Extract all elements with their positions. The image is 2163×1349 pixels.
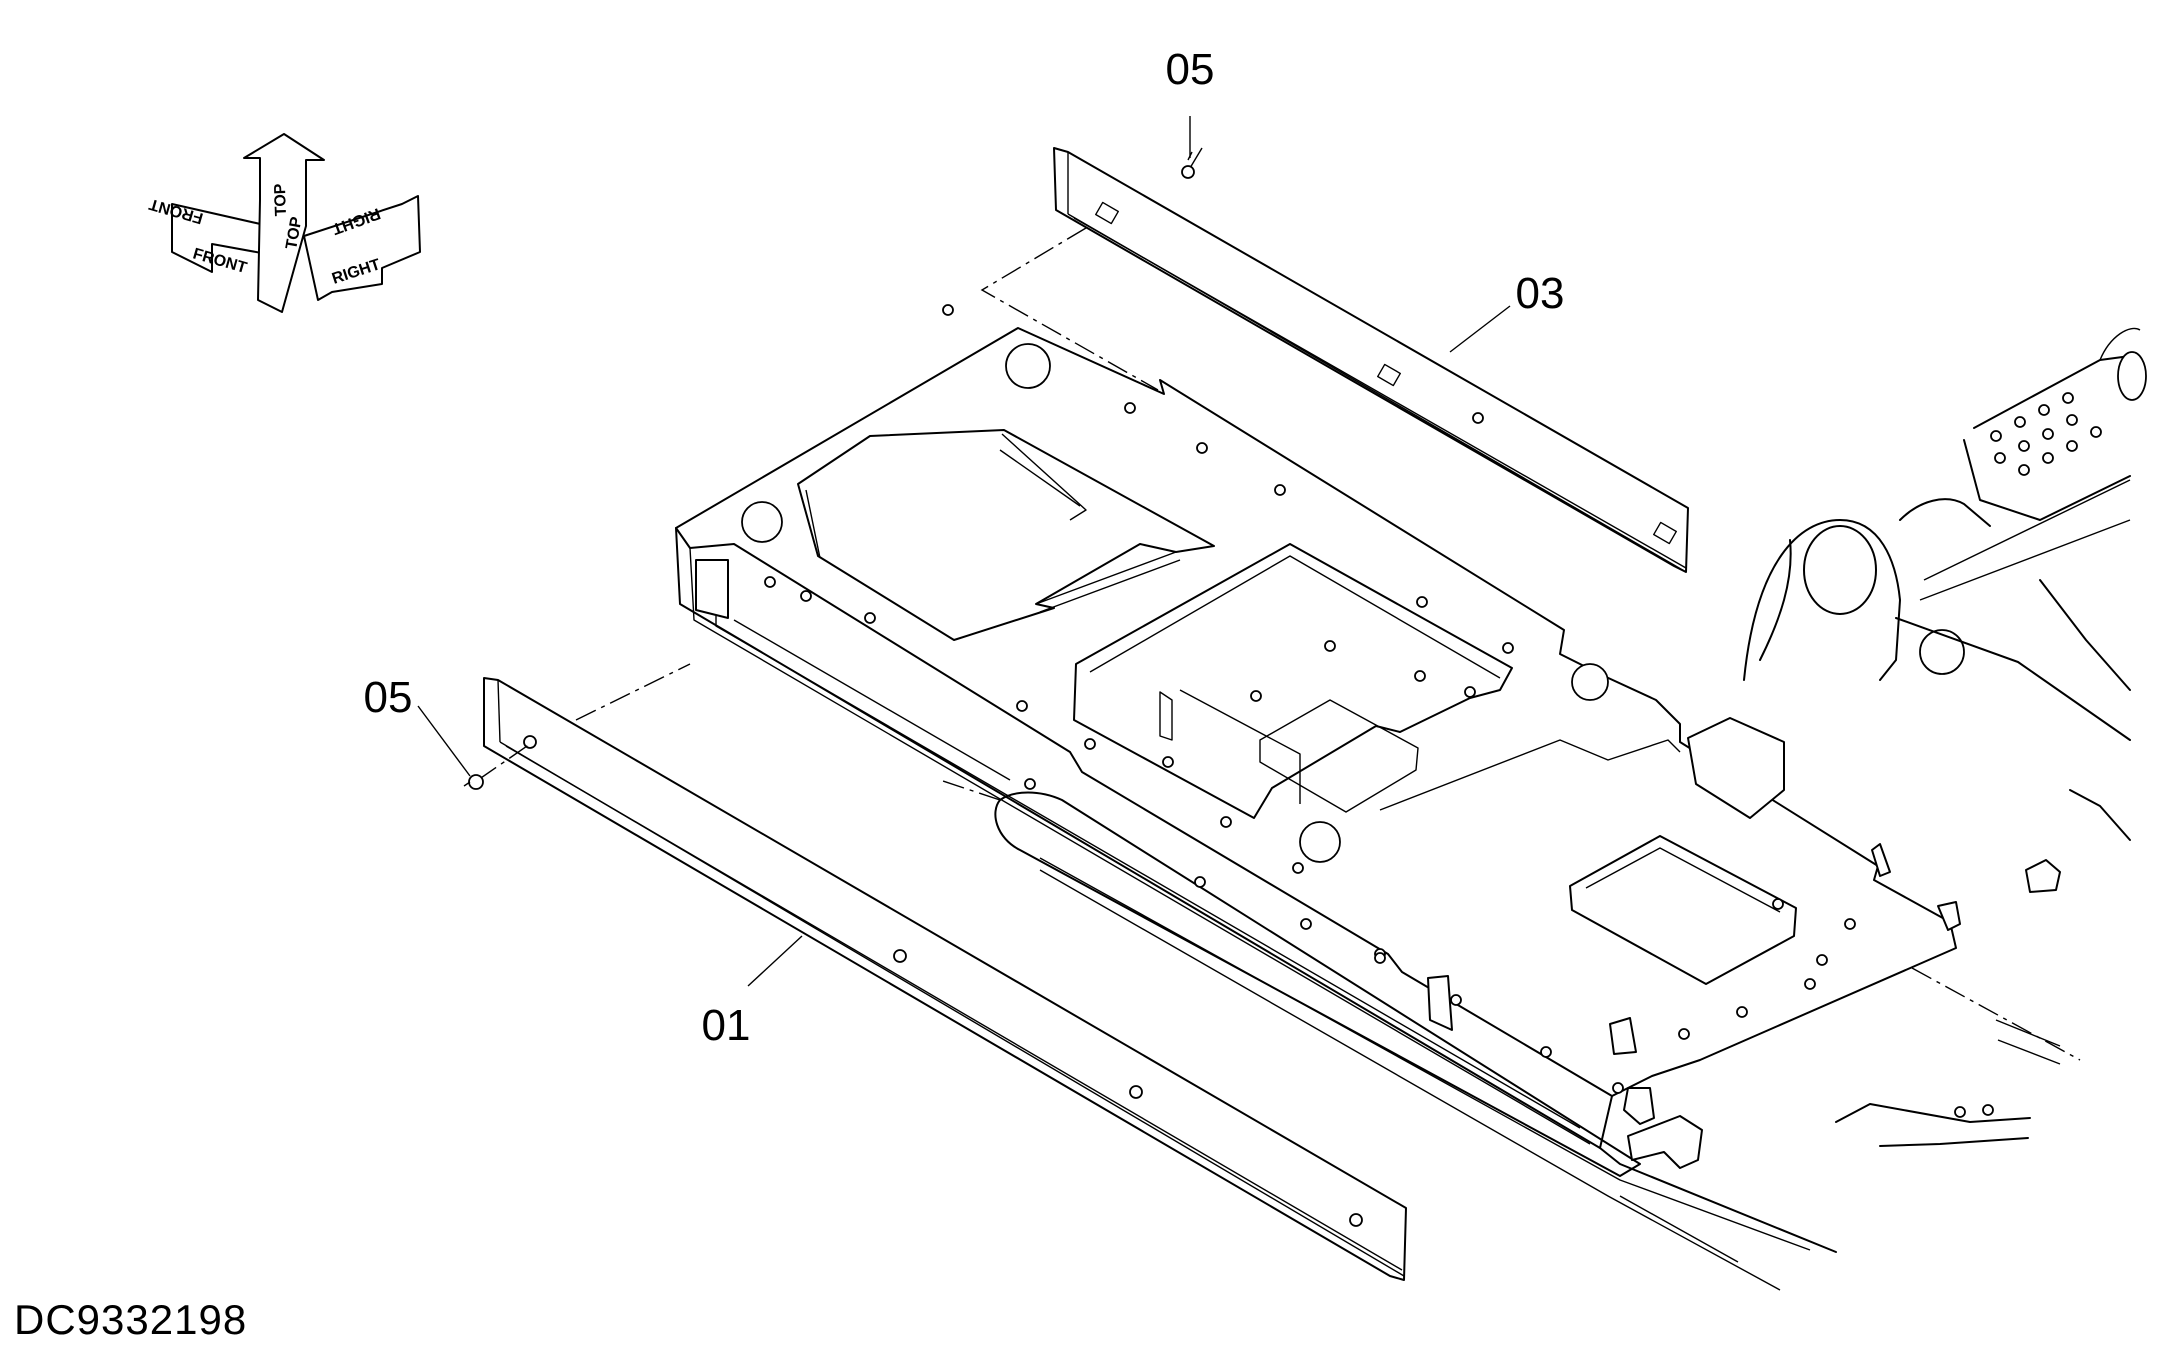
leader-01: [747, 935, 803, 987]
boom-mount: [1743, 327, 2147, 1147]
part-01-cover-strip: [483, 677, 1407, 1281]
right-arrow: [303, 195, 421, 301]
front-label: FRONT: [191, 246, 249, 278]
leader-05-left: [417, 705, 471, 777]
top-label-mirrored: TOP: [272, 183, 290, 217]
bolt-05-top: [1181, 151, 1195, 179]
callout-05-top: 05: [1166, 45, 1215, 94]
callout-03: 03: [1516, 269, 1565, 318]
top-label: TOP: [283, 215, 305, 250]
deck-holes: [764, 304, 1856, 1094]
top-arrow: [243, 133, 325, 313]
drawing-id-label: DC9332198: [14, 1296, 248, 1343]
callout-05-left: 05: [364, 673, 413, 722]
part-03-cover-strip: [1053, 147, 1689, 573]
callout-01: 01: [702, 1001, 751, 1050]
projection-line-03: [980, 227, 1159, 391]
step-plate: [1990, 392, 2102, 476]
main-frame: [675, 304, 1961, 1291]
orientation-indicator: FRONT FRONT TOP TOP RIGHT RIGHT: [147, 133, 421, 313]
leader-03: [1449, 305, 1511, 353]
projection-line-01: [575, 663, 691, 721]
bolt-05-left: [463, 774, 484, 790]
